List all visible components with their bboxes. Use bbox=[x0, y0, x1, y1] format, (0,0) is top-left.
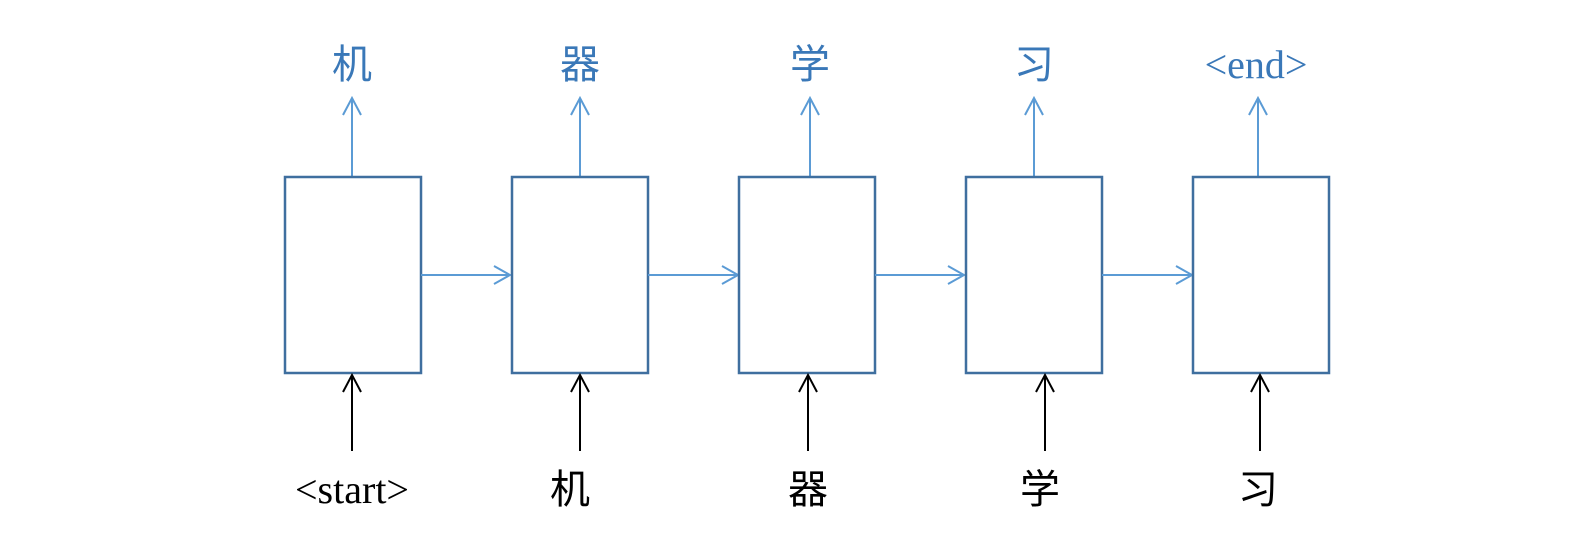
rnn-cell-3 bbox=[737, 175, 877, 375]
hidden-arrow-2-3 bbox=[648, 265, 741, 285]
output-token-1: 机 bbox=[332, 42, 372, 87]
input-token-4: 学 bbox=[1020, 467, 1060, 512]
output-arrow-4 bbox=[1024, 95, 1044, 177]
output-arrow-1 bbox=[342, 95, 362, 177]
hidden-arrow-3-4 bbox=[875, 265, 967, 285]
step-3: 学 器 bbox=[737, 42, 877, 512]
input-arrow-4 bbox=[1035, 372, 1055, 451]
step-4: 习 学 bbox=[964, 42, 1104, 512]
output-token-5: <end> bbox=[1205, 42, 1308, 87]
step-2: 器 机 bbox=[510, 42, 650, 512]
output-token-3: 学 bbox=[790, 42, 830, 87]
hidden-arrow-4-5 bbox=[1102, 265, 1195, 285]
step-5: <end> 习 bbox=[1191, 42, 1331, 512]
rnn-cell-5 bbox=[1191, 175, 1331, 375]
rnn-cell-1 bbox=[283, 175, 423, 375]
hidden-arrow-1-2 bbox=[421, 265, 513, 285]
input-token-5: 习 bbox=[1238, 467, 1278, 512]
output-token-2: 器 bbox=[560, 42, 600, 87]
rnn-cell-2 bbox=[510, 175, 650, 375]
output-arrow-2 bbox=[570, 95, 590, 177]
rnn-cell-4 bbox=[964, 175, 1104, 375]
input-token-1: <start> bbox=[295, 467, 409, 512]
output-arrow-3 bbox=[800, 95, 820, 177]
output-arrow-5 bbox=[1248, 95, 1268, 177]
output-token-4: 习 bbox=[1014, 42, 1054, 87]
input-arrow-3 bbox=[798, 372, 818, 451]
step-1: 机 <start> bbox=[283, 42, 423, 512]
input-token-3: 器 bbox=[788, 467, 828, 512]
input-token-2: 机 bbox=[550, 467, 590, 512]
input-arrow-5 bbox=[1250, 372, 1270, 451]
input-arrow-1 bbox=[342, 372, 362, 451]
input-arrow-2 bbox=[570, 372, 590, 451]
